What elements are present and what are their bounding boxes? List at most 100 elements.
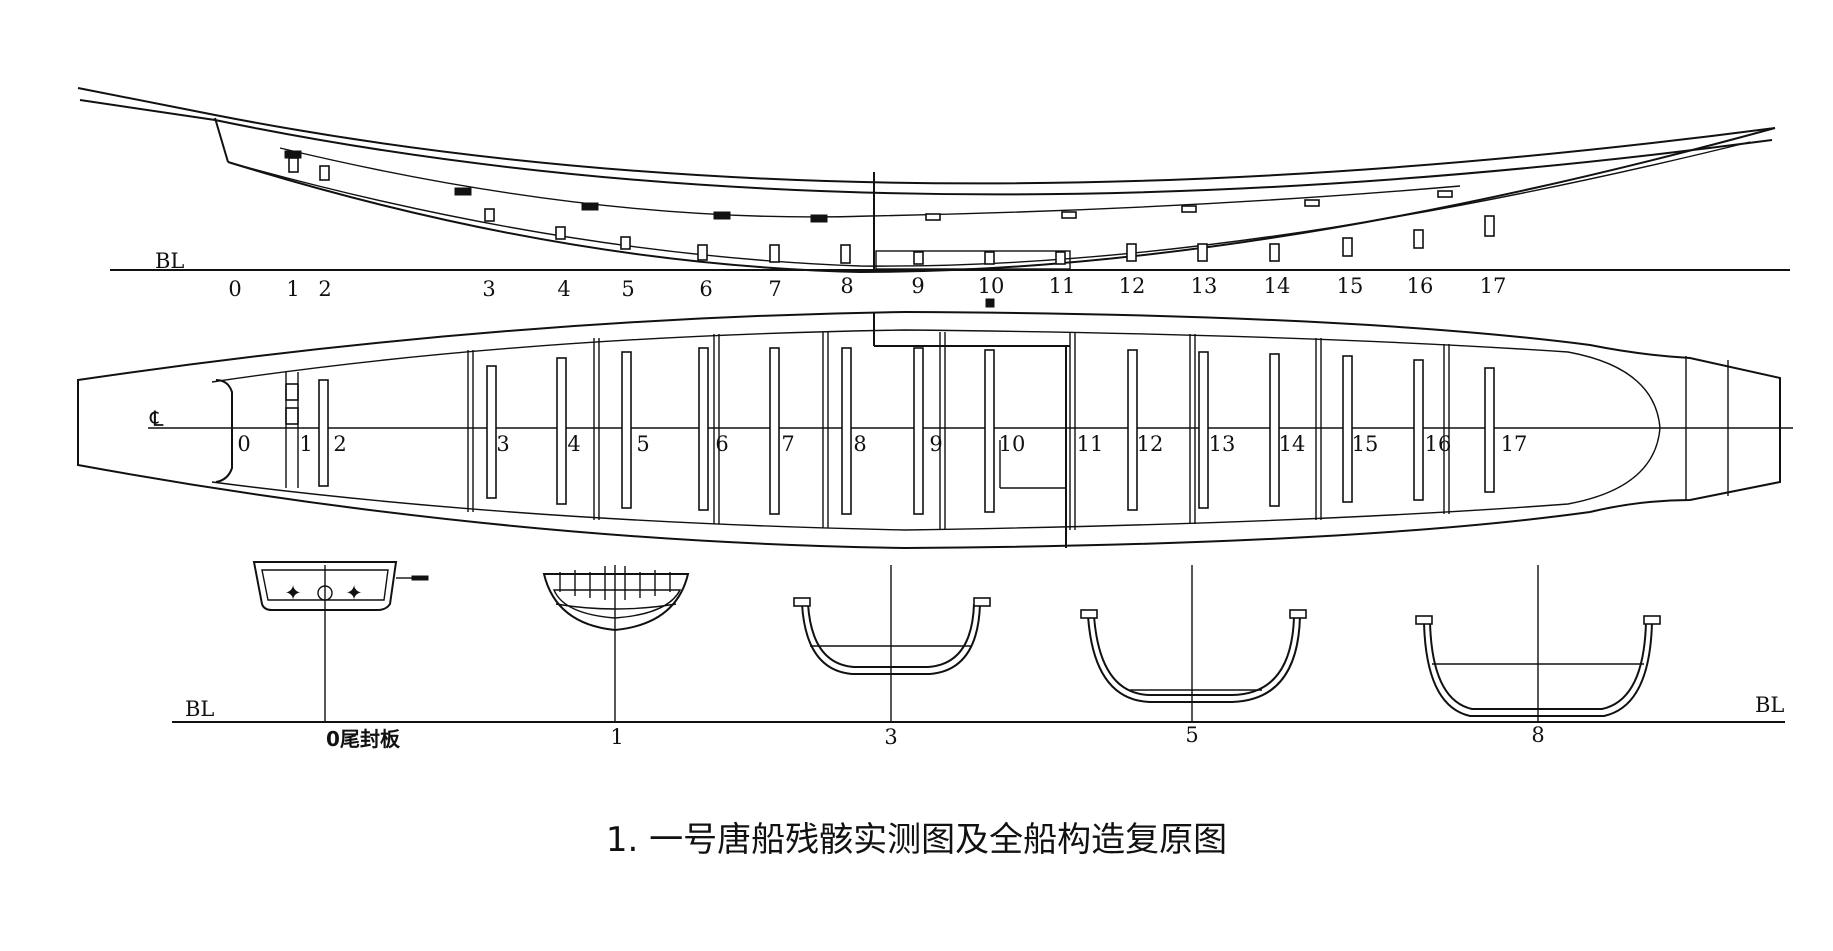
plan-station-label: 12 <box>1137 432 1164 456</box>
frame-post <box>1269 243 1280 262</box>
section-8-gunwale <box>1643 615 1661 625</box>
frame-post <box>697 244 708 261</box>
plan-station-label: 7 <box>781 432 794 456</box>
plan-station-label: 11 <box>1077 432 1104 456</box>
profile-sheer-line <box>77 87 1776 185</box>
stern-transom-line <box>214 117 229 163</box>
plan-station-label: 10 <box>999 432 1026 456</box>
plan-transom <box>215 379 233 483</box>
profile-station-label: 16 <box>1407 274 1434 298</box>
section-5-hull-inner <box>1093 615 1295 696</box>
deck-beam <box>841 347 852 515</box>
frame-post <box>1055 251 1066 265</box>
midship-marker <box>985 298 995 308</box>
frame-post <box>1484 215 1495 237</box>
section-5-gunwale <box>1289 609 1307 619</box>
profile-inner-hull <box>227 141 1751 267</box>
deck-beam <box>1413 359 1424 501</box>
deck-beam <box>318 379 329 487</box>
section-label: 5 <box>1185 723 1198 747</box>
section-8-gunwale <box>1415 615 1433 625</box>
profile-station-label: 2 <box>318 277 331 301</box>
plan-station-label: 14 <box>1279 432 1306 456</box>
profile-station-label: 0 <box>228 277 241 301</box>
profile-station-label: 13 <box>1191 274 1218 298</box>
plan-station-label: 0 <box>237 432 250 456</box>
frame-post <box>769 244 780 263</box>
frame-posts <box>288 157 1495 265</box>
profile-station-label: 4 <box>557 277 570 301</box>
section-3-gunwale <box>793 597 811 607</box>
profile-station-label: 9 <box>911 274 924 298</box>
frame-post <box>1342 237 1353 257</box>
frame-post <box>984 251 995 265</box>
plan-station-label: 13 <box>1209 432 1236 456</box>
section-label: 3 <box>884 725 897 749</box>
plan-station-label: 8 <box>853 432 866 456</box>
plan-station-label: 17 <box>1501 432 1528 456</box>
section-1-inner2 <box>555 603 677 610</box>
profile-baseline-label: BL <box>155 249 184 273</box>
wale-block <box>810 214 828 223</box>
frame-post <box>913 251 924 265</box>
wale-block <box>284 150 302 159</box>
profile-station-label: 5 <box>621 277 634 301</box>
plan-station-label: 15 <box>1352 432 1379 456</box>
deck-beam <box>1484 367 1495 493</box>
section-0-transom: ✦ ✦ <box>252 561 429 722</box>
section-label: 1 <box>610 725 623 749</box>
deck-beam <box>769 347 780 515</box>
wale-block <box>1181 205 1197 213</box>
section-8-hull <box>1423 621 1653 717</box>
wale-block <box>1304 199 1320 207</box>
section-1 <box>542 565 690 722</box>
deck-beam <box>556 357 567 505</box>
sections-view: BL BL ✦ ✦ <box>172 561 1785 751</box>
deck-beam <box>1198 351 1209 509</box>
frame-post <box>288 157 299 173</box>
stern-post <box>285 383 299 401</box>
section-5-gunwale <box>1080 609 1098 619</box>
profile-station-label: 12 <box>1119 274 1146 298</box>
deck-beam <box>621 351 632 509</box>
frame-post <box>620 236 631 250</box>
deck-beam <box>913 347 924 515</box>
wale-block <box>925 213 941 221</box>
plan-station-label: 16 <box>1425 432 1452 456</box>
profile-wale-line <box>279 147 1461 218</box>
section-1-frames <box>559 566 671 600</box>
transom-pointer-tag <box>411 575 429 581</box>
profile-station-label: 3 <box>482 277 495 301</box>
sections-baseline-right-label: BL <box>1755 693 1784 717</box>
plan-station-label: 5 <box>636 432 649 456</box>
section-label: 8 <box>1531 723 1544 747</box>
frame-post <box>1197 243 1208 262</box>
profile-station-label: 8 <box>840 274 853 298</box>
transom-mark: ✦ <box>345 581 363 605</box>
section-3 <box>793 565 991 722</box>
figure-caption: 1. 一号唐船残骸实测图及全船构造复原图 <box>605 820 1228 860</box>
deck-beams <box>318 347 1495 515</box>
frame-post <box>319 165 330 181</box>
deck-beam <box>1127 349 1138 511</box>
section-5-hull <box>1087 615 1301 703</box>
profile-keel-line <box>227 127 1776 274</box>
wale-block <box>454 187 472 196</box>
wale-block <box>1437 190 1453 198</box>
frame-post <box>484 208 495 222</box>
keelson-box <box>875 250 1071 270</box>
wale-block <box>1061 211 1077 219</box>
profile-station-label: 11 <box>1049 274 1076 298</box>
wale-block <box>581 202 599 211</box>
frame-post <box>555 226 566 240</box>
frame-post <box>840 244 851 264</box>
profile-station-label: 1 <box>286 277 299 301</box>
deck-beam <box>698 347 709 511</box>
plan-view: ℄ <box>77 310 1793 550</box>
section-5 <box>1080 565 1307 722</box>
sections-baseline-left-label: BL <box>185 697 214 721</box>
section-3-gunwale <box>973 597 991 607</box>
bulkheads <box>467 332 1450 530</box>
profile-station-label: 10 <box>978 274 1005 298</box>
